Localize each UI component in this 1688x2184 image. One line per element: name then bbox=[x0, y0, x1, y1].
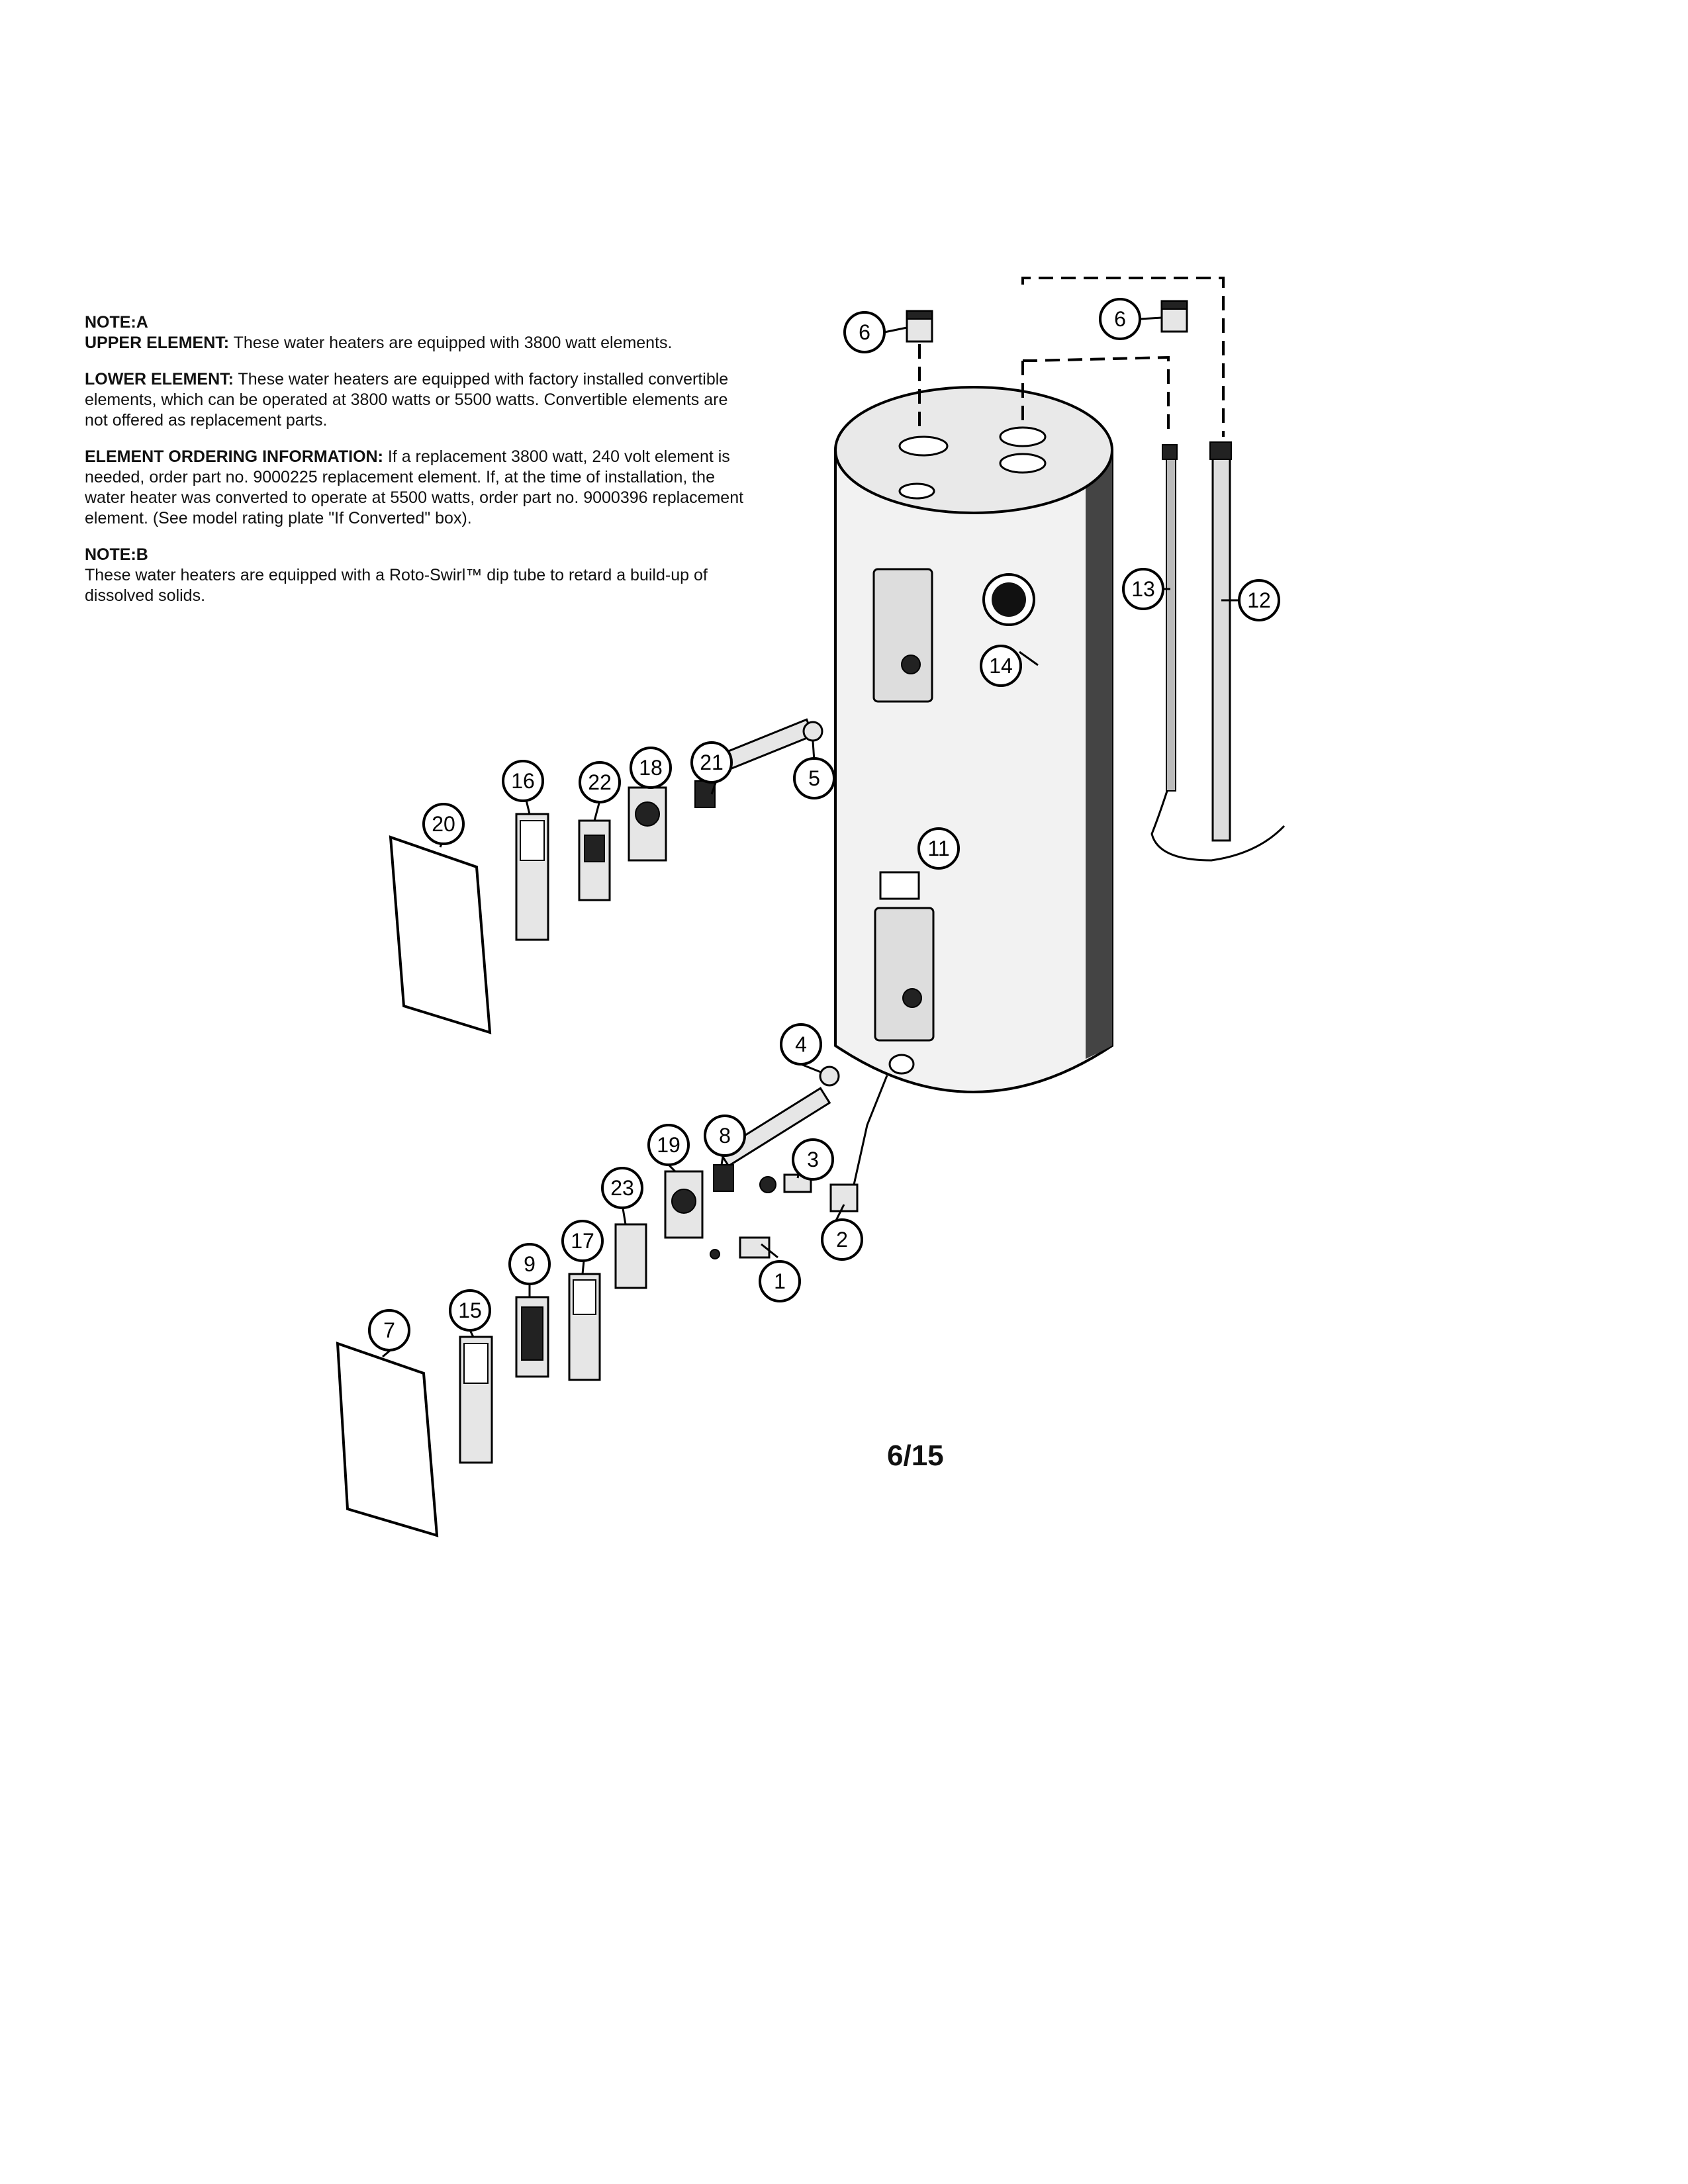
upper-insulation-block bbox=[515, 813, 549, 941]
callout-1: 1 bbox=[759, 1260, 801, 1302]
upper-terminal-block bbox=[578, 819, 611, 901]
lower-insulation-block-17 bbox=[568, 1273, 601, 1381]
callout-22: 22 bbox=[579, 761, 621, 803]
callout-2-label: 2 bbox=[836, 1228, 848, 1251]
callout-15-label: 15 bbox=[458, 1298, 482, 1322]
callout-4-label: 4 bbox=[795, 1032, 807, 1056]
callout-12: 12 bbox=[1238, 579, 1280, 621]
callout-6-left-label: 6 bbox=[859, 320, 870, 344]
callout-6-right: 6 bbox=[1099, 298, 1141, 340]
callout-23-label: 23 bbox=[610, 1176, 634, 1200]
callout-1-label: 1 bbox=[774, 1269, 786, 1293]
callout-5: 5 bbox=[793, 757, 835, 799]
lower-insulation-block-15 bbox=[459, 1336, 493, 1464]
callout-8: 8 bbox=[704, 1115, 746, 1157]
fitting-left bbox=[906, 310, 933, 343]
callout-7-label: 7 bbox=[383, 1318, 395, 1342]
note-a: NOTE:A UPPER ELEMENT: These water heater… bbox=[85, 312, 747, 353]
note-b: NOTE:B These water heaters are equipped … bbox=[85, 545, 747, 606]
callout-12-label: 12 bbox=[1247, 588, 1271, 612]
ordering-note: ELEMENT ORDERING INFORMATION: If a repla… bbox=[85, 447, 747, 529]
callout-18-label: 18 bbox=[639, 756, 663, 780]
callout-21: 21 bbox=[690, 741, 733, 784]
dip-tube-and-supply bbox=[1150, 441, 1286, 862]
callout-3-label: 3 bbox=[807, 1148, 819, 1171]
callout-19-label: 19 bbox=[657, 1133, 680, 1157]
ordering-label: ELEMENT ORDERING INFORMATION: bbox=[85, 447, 383, 466]
note-b-title: NOTE:B bbox=[85, 545, 148, 564]
callout-9: 9 bbox=[508, 1243, 551, 1285]
note-a-title: NOTE:A bbox=[85, 313, 148, 332]
water-heater-tank bbox=[834, 386, 1113, 1093]
callout-14: 14 bbox=[980, 645, 1022, 687]
thermostat-upper bbox=[628, 786, 667, 862]
callout-5-label: 5 bbox=[808, 766, 820, 790]
callout-21-label: 21 bbox=[700, 751, 724, 774]
callout-15: 15 bbox=[449, 1289, 491, 1332]
lower-terminal-block-9 bbox=[515, 1296, 549, 1378]
fitting-right bbox=[1160, 300, 1188, 333]
callout-6-right-label: 6 bbox=[1114, 307, 1126, 331]
lower-element-assembly bbox=[713, 1066, 840, 1192]
callout-4: 4 bbox=[780, 1023, 822, 1066]
lower-element-note: LOWER ELEMENT: These water heaters are e… bbox=[85, 369, 747, 431]
callout-6-left: 6 bbox=[843, 311, 886, 353]
callout-14-label: 14 bbox=[989, 654, 1013, 678]
callout-19: 19 bbox=[647, 1124, 690, 1166]
callout-23: 23 bbox=[601, 1167, 643, 1209]
callout-17-label: 17 bbox=[571, 1229, 594, 1253]
notes-block: NOTE:A UPPER ELEMENT: These water heater… bbox=[85, 312, 747, 622]
callout-9-label: 9 bbox=[524, 1252, 536, 1276]
lower-access-cover bbox=[336, 1342, 439, 1537]
callout-20-label: 20 bbox=[432, 812, 455, 836]
thermostat-lower bbox=[664, 1170, 704, 1239]
callout-7: 7 bbox=[368, 1309, 410, 1351]
callout-20: 20 bbox=[422, 803, 465, 845]
upper-access-cover bbox=[389, 835, 492, 1034]
callout-8-label: 8 bbox=[719, 1124, 731, 1148]
callout-22-label: 22 bbox=[588, 770, 612, 794]
callout-11-label: 11 bbox=[927, 837, 949, 860]
callout-13: 13 bbox=[1122, 568, 1164, 610]
callout-18: 18 bbox=[630, 747, 672, 789]
callout-3: 3 bbox=[792, 1138, 834, 1181]
lower-terminal-block-23 bbox=[614, 1223, 647, 1289]
callout-16: 16 bbox=[502, 760, 544, 802]
drain-valve-parts bbox=[710, 1075, 888, 1259]
upper-element-text: These water heaters are equipped with 38… bbox=[229, 334, 673, 352]
ordering-text: If a replacement 3800 watt, 240 volt ele… bbox=[85, 447, 744, 527]
connection-lines bbox=[918, 277, 1225, 437]
lower-element-label: LOWER ELEMENT: bbox=[85, 370, 234, 388]
lower-element-text: These water heaters are equipped with fa… bbox=[85, 370, 729, 430]
page-number: 6/15 bbox=[887, 1439, 944, 1472]
callout-17: 17 bbox=[561, 1220, 604, 1262]
callout-16-label: 16 bbox=[511, 769, 535, 793]
upper-element-label: UPPER ELEMENT: bbox=[85, 334, 230, 352]
callout-2: 2 bbox=[821, 1218, 863, 1261]
callout-13-label: 13 bbox=[1131, 577, 1155, 601]
callout-11: 11 bbox=[917, 827, 960, 870]
note-b-text: These water heaters are equipped with a … bbox=[85, 566, 708, 605]
